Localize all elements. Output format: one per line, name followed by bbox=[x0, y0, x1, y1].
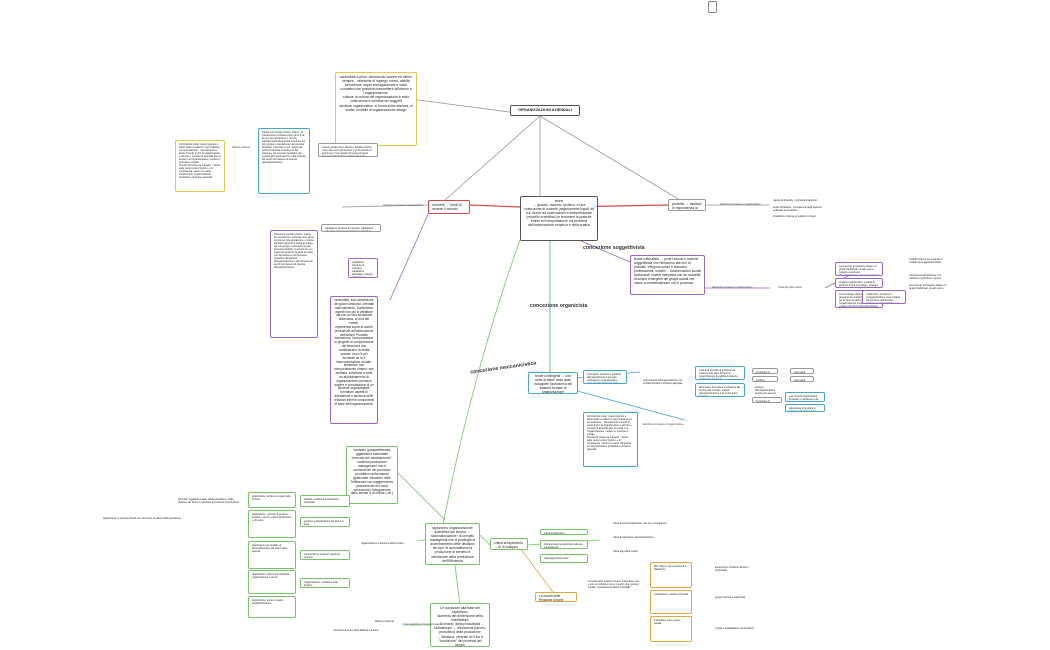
scuola-org-2[interactable]: motivazione e relazioni informali bbox=[650, 590, 692, 614]
link-taylor-contenuto bbox=[394, 469, 446, 521]
critica-far-3[interactable]: critica agli effetti sociali bbox=[610, 548, 670, 558]
condizioni-left-1[interactable]: fabbrica moderna bbox=[372, 618, 398, 623]
contingenti-c[interactable]: modelli di diversità di ambiente da stru… bbox=[695, 366, 745, 380]
link-taylor-condizioni bbox=[454, 564, 461, 606]
taylor-leaf-5[interactable]: Applicazione: tempi e metodi, standardiz… bbox=[248, 596, 296, 618]
link-concetti-left bbox=[341, 204, 429, 208]
link-concetti-razionalita bbox=[389, 209, 431, 301]
critica-far-2[interactable]: critica al taylorismo: disumanizzazione bbox=[610, 534, 670, 544]
scuola-right-2[interactable]: gruppi informali e leadership bbox=[712, 594, 762, 600]
teoria-culturalista-node[interactable]: teoria culturalista → pone l'azione e in… bbox=[630, 255, 705, 295]
condizioni-left-2[interactable]: condizioni di lavoro nella fabbrica mode… bbox=[330, 627, 394, 635]
right-cluster-5[interactable]: modelli (Franco) per integrato e modello… bbox=[906, 256, 954, 270]
scuola-org-1[interactable]: Elton Mayo e gli esperimenti di Hawthorn… bbox=[650, 562, 692, 588]
contingenti-h[interactable]: una nuova strategia aziendale per i merc… bbox=[790, 376, 814, 382]
link-critica-scuola bbox=[519, 547, 556, 596]
critica-far-1[interactable]: critica al sistema taylorista e alle sue… bbox=[610, 520, 670, 530]
taylor-mid-3[interactable]: composizione dei lavori rispetto ai proc… bbox=[300, 550, 350, 560]
taylor-mid-2[interactable]: gestione e pianificazione del lavoro in … bbox=[300, 517, 350, 527]
taylor-mid-4[interactable]: organizzazione e divisione delle funzion… bbox=[300, 578, 350, 588]
contesto-node[interactable]: contesto (prospettivismo) gigantismo ind… bbox=[346, 446, 398, 504]
right-cluster-7[interactable]: socio-tecnici (prospettive della) e di g… bbox=[906, 282, 954, 290]
prodotto-connector-label: definizione di insieme di organizzazione bbox=[720, 204, 761, 206]
scuola-org-3[interactable]: il lavoratore come essere sociale bbox=[650, 616, 692, 642]
taylor-sx-note[interactable]: Istruzioni: regolazione delle attività p… bbox=[175, 496, 245, 508]
link-teorie-meccanicistica bbox=[439, 239, 521, 541]
culturalista-connector-label-2: critica agli effetti sociali bbox=[778, 287, 802, 289]
critica-right-2[interactable]: critica al sistema taylorista e alle sue… bbox=[540, 540, 588, 549]
critica-right-1[interactable]: critica al taylorismo: disumanizzazione bbox=[540, 529, 588, 535]
taylor-leaf-1[interactable]: Applicazione: struttura e regole delle f… bbox=[248, 492, 296, 508]
critica-right-3[interactable]: critica agli effetti sociali bbox=[540, 554, 588, 563]
scuola-text[interactable]: la scuola delle relazioni umane: il lavo… bbox=[585, 578, 643, 602]
taylor-left-label: organizzazione e divisione delle funzion… bbox=[358, 540, 418, 546]
capitalismo-node[interactable]: capitalismo (strutture di mercato), capi… bbox=[321, 224, 381, 232]
link-taylor-critica bbox=[479, 534, 491, 546]
taylor-leaf-3[interactable]: Applicazione del modello di razionalizza… bbox=[248, 541, 296, 569]
condizioni-node[interactable]: Le condizioni alla base del taylorismo A… bbox=[430, 603, 490, 647]
taylor-sx-note-2[interactable]: Applicazione: il sistema diventa uno str… bbox=[100, 515, 240, 527]
sx-list-node[interactable]: Informazioni (note): Lavoro ognuno è det… bbox=[175, 140, 225, 192]
right-cluster-2[interactable]: progetto organizzativo: modello di gesti… bbox=[835, 278, 883, 288]
contingenti-b[interactable]: nodi struttura dell'organizzazione che (… bbox=[640, 377, 688, 385]
contingenti-l[interactable]: dimensione di struttura in relazione all… bbox=[785, 404, 825, 412]
intro-left-node[interactable]: inserire gli dati come obiettivo, Finali… bbox=[318, 143, 378, 157]
contingenti-e[interactable]: la struttura di mercato e le strutture c… bbox=[752, 368, 778, 374]
taylor-leaf-4[interactable]: Applicazione: misure di produttività, or… bbox=[248, 570, 296, 594]
condizioni-connector-label: critica al taylorismo: disumanizzazione bbox=[402, 624, 442, 626]
taylor-leaf-2[interactable]: Applicazione: i principi di gestione, pr… bbox=[248, 510, 296, 538]
root-node[interactable]: ORGANIZZAZIONI AZIENDALI bbox=[510, 105, 580, 116]
link-root-prodotto bbox=[539, 115, 681, 201]
teorie-node[interactable]: teorie → guardo, osservo, ipotizzo, è un… bbox=[520, 196, 598, 241]
teorie-contingenti-node[interactable]: teorie contingenti → una serie di fattor… bbox=[528, 372, 578, 394]
prodotto-note-c[interactable]: fondazioni di risorse (e relazioni in li… bbox=[770, 213, 828, 218]
left-purple-list[interactable]: struttura di mercato (tracce, costo)... … bbox=[270, 230, 318, 338]
prodotto-note-b[interactable]: teorie dell'attività - completezza degli… bbox=[770, 204, 828, 212]
label-concezione-soggettivista: concezione soggettivista bbox=[583, 245, 645, 251]
tayloriana-node[interactable]: razionalità a priori, biunivocità l'azio… bbox=[335, 72, 417, 146]
razionalita-node[interactable]: razionalità: solo descrizione dei giochi… bbox=[330, 296, 378, 424]
link-concetti-teorie bbox=[469, 204, 521, 208]
organicista-list[interactable]: Informazioni (note): Lavoro ognuno è det… bbox=[583, 412, 638, 467]
contingenti-d[interactable]: dimensione di struttura in relazione all… bbox=[695, 383, 745, 397]
prodotto-node[interactable]: prodotto → risultato in rispondenza la t… bbox=[668, 199, 706, 211]
scuola-right-1[interactable]: esperimenti: condizioni fisiche e produt… bbox=[712, 564, 762, 574]
concetti-left-label: definizione di insieme di organizzazione bbox=[383, 205, 424, 207]
taylor-mid-1[interactable]: obiettivi: condizioni di produzione indu… bbox=[300, 495, 350, 507]
scuola-node[interactable]: La scuola delle Relazioni Umane bbox=[535, 592, 577, 602]
scroll-indicator-icon bbox=[708, 1, 717, 13]
contingenti-k[interactable]: una struttura organizzativa (modello) un… bbox=[785, 392, 825, 402]
concetti-node[interactable]: concetti → modi di vedere il mondo bbox=[428, 200, 470, 214]
contingenti-f[interactable]: strutture organizzative per la crescita … bbox=[752, 376, 778, 382]
contingenti-g[interactable]: una nuova strategia aziendale per i merc… bbox=[790, 368, 814, 374]
prodotto-note-a[interactable]: nascita di diversità - continuità di app… bbox=[770, 197, 828, 202]
scuola-right-3[interactable]: morale e soddisfazione dei lavoratori bbox=[712, 625, 762, 633]
sx-list2-node[interactable]: struttura di mercato (tracce, costo)... … bbox=[258, 128, 310, 194]
link-root-concetti bbox=[444, 115, 541, 201]
sx-connector-label: fabbrica moderna bbox=[232, 147, 250, 149]
critica-node[interactable]: critica al taylorismo → le di sviluppo bbox=[490, 538, 528, 550]
contingenti-a[interactable]: contingenti: struttura e le attività del… bbox=[583, 370, 627, 384]
label-concezione-organicista: concezione organicista bbox=[530, 303, 588, 309]
organicista-list-label: definizione di insieme di organizzazione bbox=[643, 424, 684, 426]
contingenti-i[interactable]: strutture dell'organizzazione (teorie) u… bbox=[752, 384, 782, 394]
right-cluster-1[interactable]: socio-tecnici (prospettive della) e di g… bbox=[835, 262, 883, 276]
contingenti-j[interactable]: la struttura di mercato e le strutture c… bbox=[752, 397, 782, 403]
right-cluster-4[interactable]: costituzione: struttura di un'organizzaz… bbox=[862, 290, 906, 304]
right-cluster-6[interactable]: struttura del dell'ambiente e di relazio… bbox=[906, 272, 954, 280]
taylorismo-node[interactable]: taylorismo (organizzazione scientifica d… bbox=[425, 523, 480, 565]
culturalista-connector-label: definizione di insieme di organizzazione bbox=[712, 287, 753, 289]
left-purple-note[interactable]: capitalismo (strutture di mercato), capi… bbox=[348, 258, 378, 278]
